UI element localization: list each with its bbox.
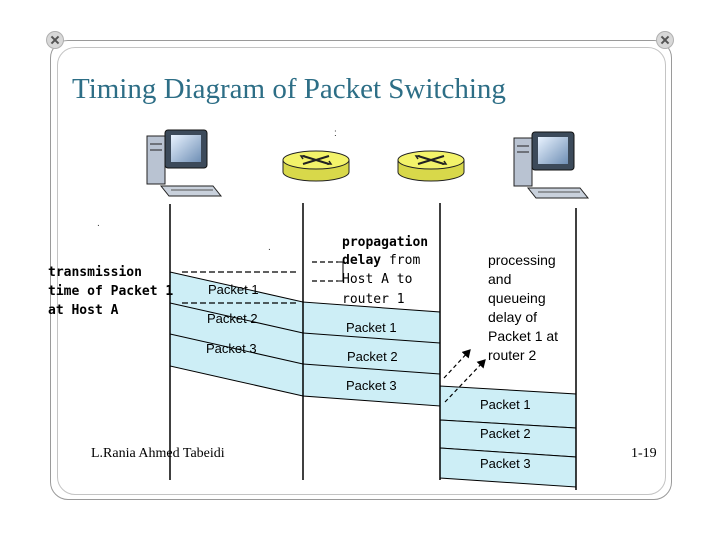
- stray-dot: .: [268, 242, 271, 253]
- pin-icon-right: [656, 31, 674, 49]
- propagation-line-3: Host A to: [342, 272, 413, 287]
- stray-dot: .: [97, 218, 100, 229]
- slide-title: Timing Diagram of Packet Switching: [72, 73, 506, 105]
- router-2-packet-3: Packet 3: [480, 456, 531, 471]
- router-1-packet-1: Packet 1: [346, 320, 397, 335]
- host-a-packet-1: Packet 1: [208, 282, 259, 297]
- transmission-line-1: transmission: [48, 265, 142, 280]
- host-a-packet-2: Packet 2: [207, 311, 258, 326]
- processing-line-4: delay of: [488, 309, 538, 325]
- author-label: L.Rania Ahmed Tabeidi: [91, 446, 225, 461]
- router-2-icon: [397, 150, 465, 182]
- propagation-from-word: from: [381, 253, 421, 268]
- propagation-line-2: delay from: [342, 251, 420, 270]
- router-2-packet-2: Packet 2: [480, 426, 531, 441]
- router-1-packet-3: Packet 3: [346, 378, 397, 393]
- processing-line-5: Packet 1 at: [488, 328, 559, 344]
- transmission-line-2: time of Packet 1: [48, 284, 174, 299]
- host-a-computer-icon: [146, 129, 223, 197]
- slide-frame: [50, 40, 672, 500]
- processing-line-3: queueing: [488, 290, 546, 306]
- slide-frame-inner: [57, 47, 666, 495]
- processing-dash-b: [444, 359, 486, 403]
- processing-line-2: and: [488, 271, 512, 287]
- transmission-line-3: at Host A: [48, 303, 119, 318]
- router-2-packet-1: Packet 1: [480, 397, 531, 412]
- pin-icon-left: [46, 31, 64, 49]
- host-b-computer-icon: [513, 131, 590, 199]
- propagation-delay-word: delay: [342, 253, 382, 268]
- router-1-packet-2: Packet 2: [347, 349, 398, 364]
- stray-dot: :: [334, 128, 337, 139]
- page-number: 1-19: [631, 446, 657, 461]
- host-a-packet-3: Packet 3: [206, 341, 257, 356]
- processing-line-6: router 2: [488, 347, 537, 363]
- propagation-line-4: router 1: [342, 292, 405, 307]
- router-1-icon: [282, 150, 350, 182]
- propagation-bracket: [338, 261, 344, 282]
- processing-dash-a: [443, 349, 471, 379]
- processing-line-1: processing: [488, 252, 556, 268]
- propagation-line-1: propagation: [342, 235, 429, 250]
